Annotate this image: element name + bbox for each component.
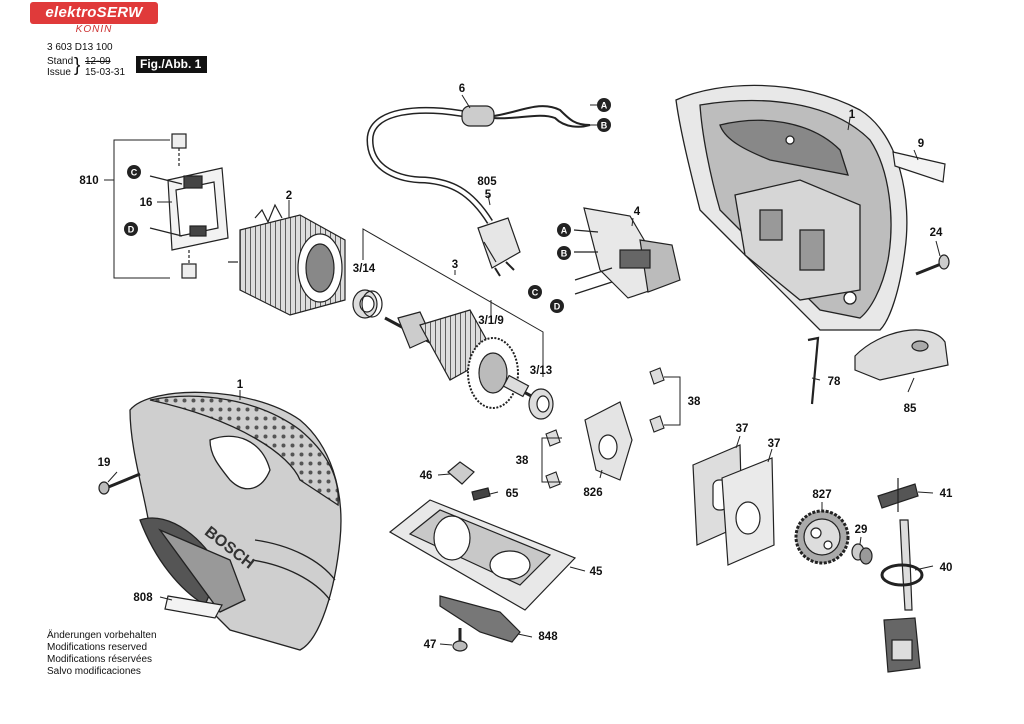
label-3: 3 <box>452 259 458 271</box>
svg-text:B: B <box>601 121 608 131</box>
label-1-bottom: 1 <box>237 379 244 391</box>
housing-half <box>675 84 908 331</box>
switch <box>573 207 681 299</box>
plate-37-front <box>721 457 775 566</box>
label-78: 78 <box>828 376 841 388</box>
connector-b-switch: B <box>557 246 571 260</box>
logo-main-text: elektroSERW <box>30 2 158 24</box>
label-3-1-9: 3/1/9 <box>478 315 504 327</box>
label-65: 65 <box>506 488 519 500</box>
label-85: 85 <box>904 403 917 415</box>
label-37b: 37 <box>768 438 781 450</box>
field-stator <box>228 203 346 316</box>
elektroserw-logo: elektroSERW KONIN <box>30 2 158 40</box>
label-9: 9 <box>918 138 924 150</box>
label-47: 47 <box>424 639 437 651</box>
svg-text:D: D <box>128 225 135 235</box>
label-810: 810 <box>79 175 98 187</box>
armature <box>384 309 536 409</box>
gear-827 <box>794 509 850 565</box>
label-41: 41 <box>940 488 953 500</box>
label-45: 45 <box>590 566 603 578</box>
clip-65 <box>471 487 491 501</box>
label-37a: 37 <box>736 423 749 435</box>
screw-47 <box>452 628 468 652</box>
connector-d-left: D <box>124 222 138 236</box>
figure-label: Fig./Abb. 1 <box>136 56 208 73</box>
label-808 <box>164 595 223 619</box>
leader-lines <box>107 94 941 646</box>
clips-38-top <box>649 367 665 433</box>
issue-value: 15-03-31 <box>85 67 126 78</box>
brush-holder <box>149 133 229 279</box>
brace: } <box>74 55 81 76</box>
modification-notes: Änderungen vorbehalten Modifications res… <box>47 630 157 678</box>
note-es: Salvo modificaciones <box>47 666 141 677</box>
label-3-13: 3/13 <box>530 365 552 377</box>
label-805: 805 <box>477 176 497 188</box>
label-5: 5 <box>485 189 492 201</box>
screw-24 <box>915 254 950 276</box>
bearing-3-13 <box>528 388 554 420</box>
screw-19 <box>98 472 141 495</box>
label-3-14: 3/14 <box>353 263 376 275</box>
issue-label: Issue <box>47 67 71 78</box>
lifting-rod-40 <box>880 519 924 673</box>
label-16: 16 <box>140 197 153 209</box>
pad-46 <box>447 461 475 485</box>
blade-holder-41 <box>877 478 919 512</box>
label-24: 24 <box>930 227 943 239</box>
label-848: 848 <box>538 631 558 643</box>
svg-text:A: A <box>601 101 608 111</box>
lever-848 <box>439 595 521 643</box>
note-en: Modifications reserved <box>47 642 148 653</box>
note-de: Änderungen vorbehalten <box>47 630 157 641</box>
connector-c-switch: C <box>528 285 542 299</box>
stand-label: Stand <box>47 56 74 67</box>
bracket-3 <box>362 228 544 377</box>
stand-value: 12-09 <box>85 56 111 67</box>
guide-826 <box>584 401 633 481</box>
sight-guard-9 <box>892 151 946 183</box>
svg-text:C: C <box>131 168 138 178</box>
label-29: 29 <box>855 524 868 536</box>
label-4: 4 <box>634 206 641 218</box>
connector-d-switch: D <box>550 299 564 313</box>
logo-sub-text: KONIN <box>75 24 113 35</box>
label-1-top: 1 <box>849 109 856 121</box>
connector-a-top: A <box>590 98 611 112</box>
note-fr: Modifications réservées <box>47 654 153 665</box>
label-46: 46 <box>420 470 433 482</box>
power-cord <box>366 105 591 224</box>
chip-guard-85 <box>854 329 949 381</box>
svg-text:D: D <box>554 302 561 312</box>
part-labels: 1 1 2 3 3/1/9 3/13 3/14 4 5 6 9 16 19 24… <box>79 83 953 651</box>
label-6: 6 <box>459 83 465 95</box>
bearing-3-14 <box>352 289 383 319</box>
power-plug <box>477 217 521 277</box>
connector-a-switch: A <box>557 223 571 237</box>
base-plate-45 <box>388 499 577 611</box>
connector-c-left: C <box>127 165 141 179</box>
svg-text:B: B <box>561 249 568 259</box>
label-40: 40 <box>940 562 953 574</box>
bracket-810 <box>104 139 172 279</box>
svg-text:A: A <box>561 226 568 236</box>
connector-b-top: B <box>590 118 611 132</box>
part-number: 3 603 D13 100 <box>47 42 113 53</box>
motor-housing: BOSCH <box>129 391 342 651</box>
label-808: 808 <box>133 592 153 604</box>
label-19: 19 <box>98 457 111 469</box>
label-38a: 38 <box>688 396 701 408</box>
svg-text:C: C <box>532 288 539 298</box>
label-826: 826 <box>583 487 602 499</box>
label-827: 827 <box>812 489 831 501</box>
clips-38-bottom <box>545 429 561 489</box>
label-38b: 38 <box>516 455 529 467</box>
label-2: 2 <box>286 190 292 202</box>
bushing-29 <box>851 543 873 565</box>
hex-key-78 <box>807 336 820 405</box>
